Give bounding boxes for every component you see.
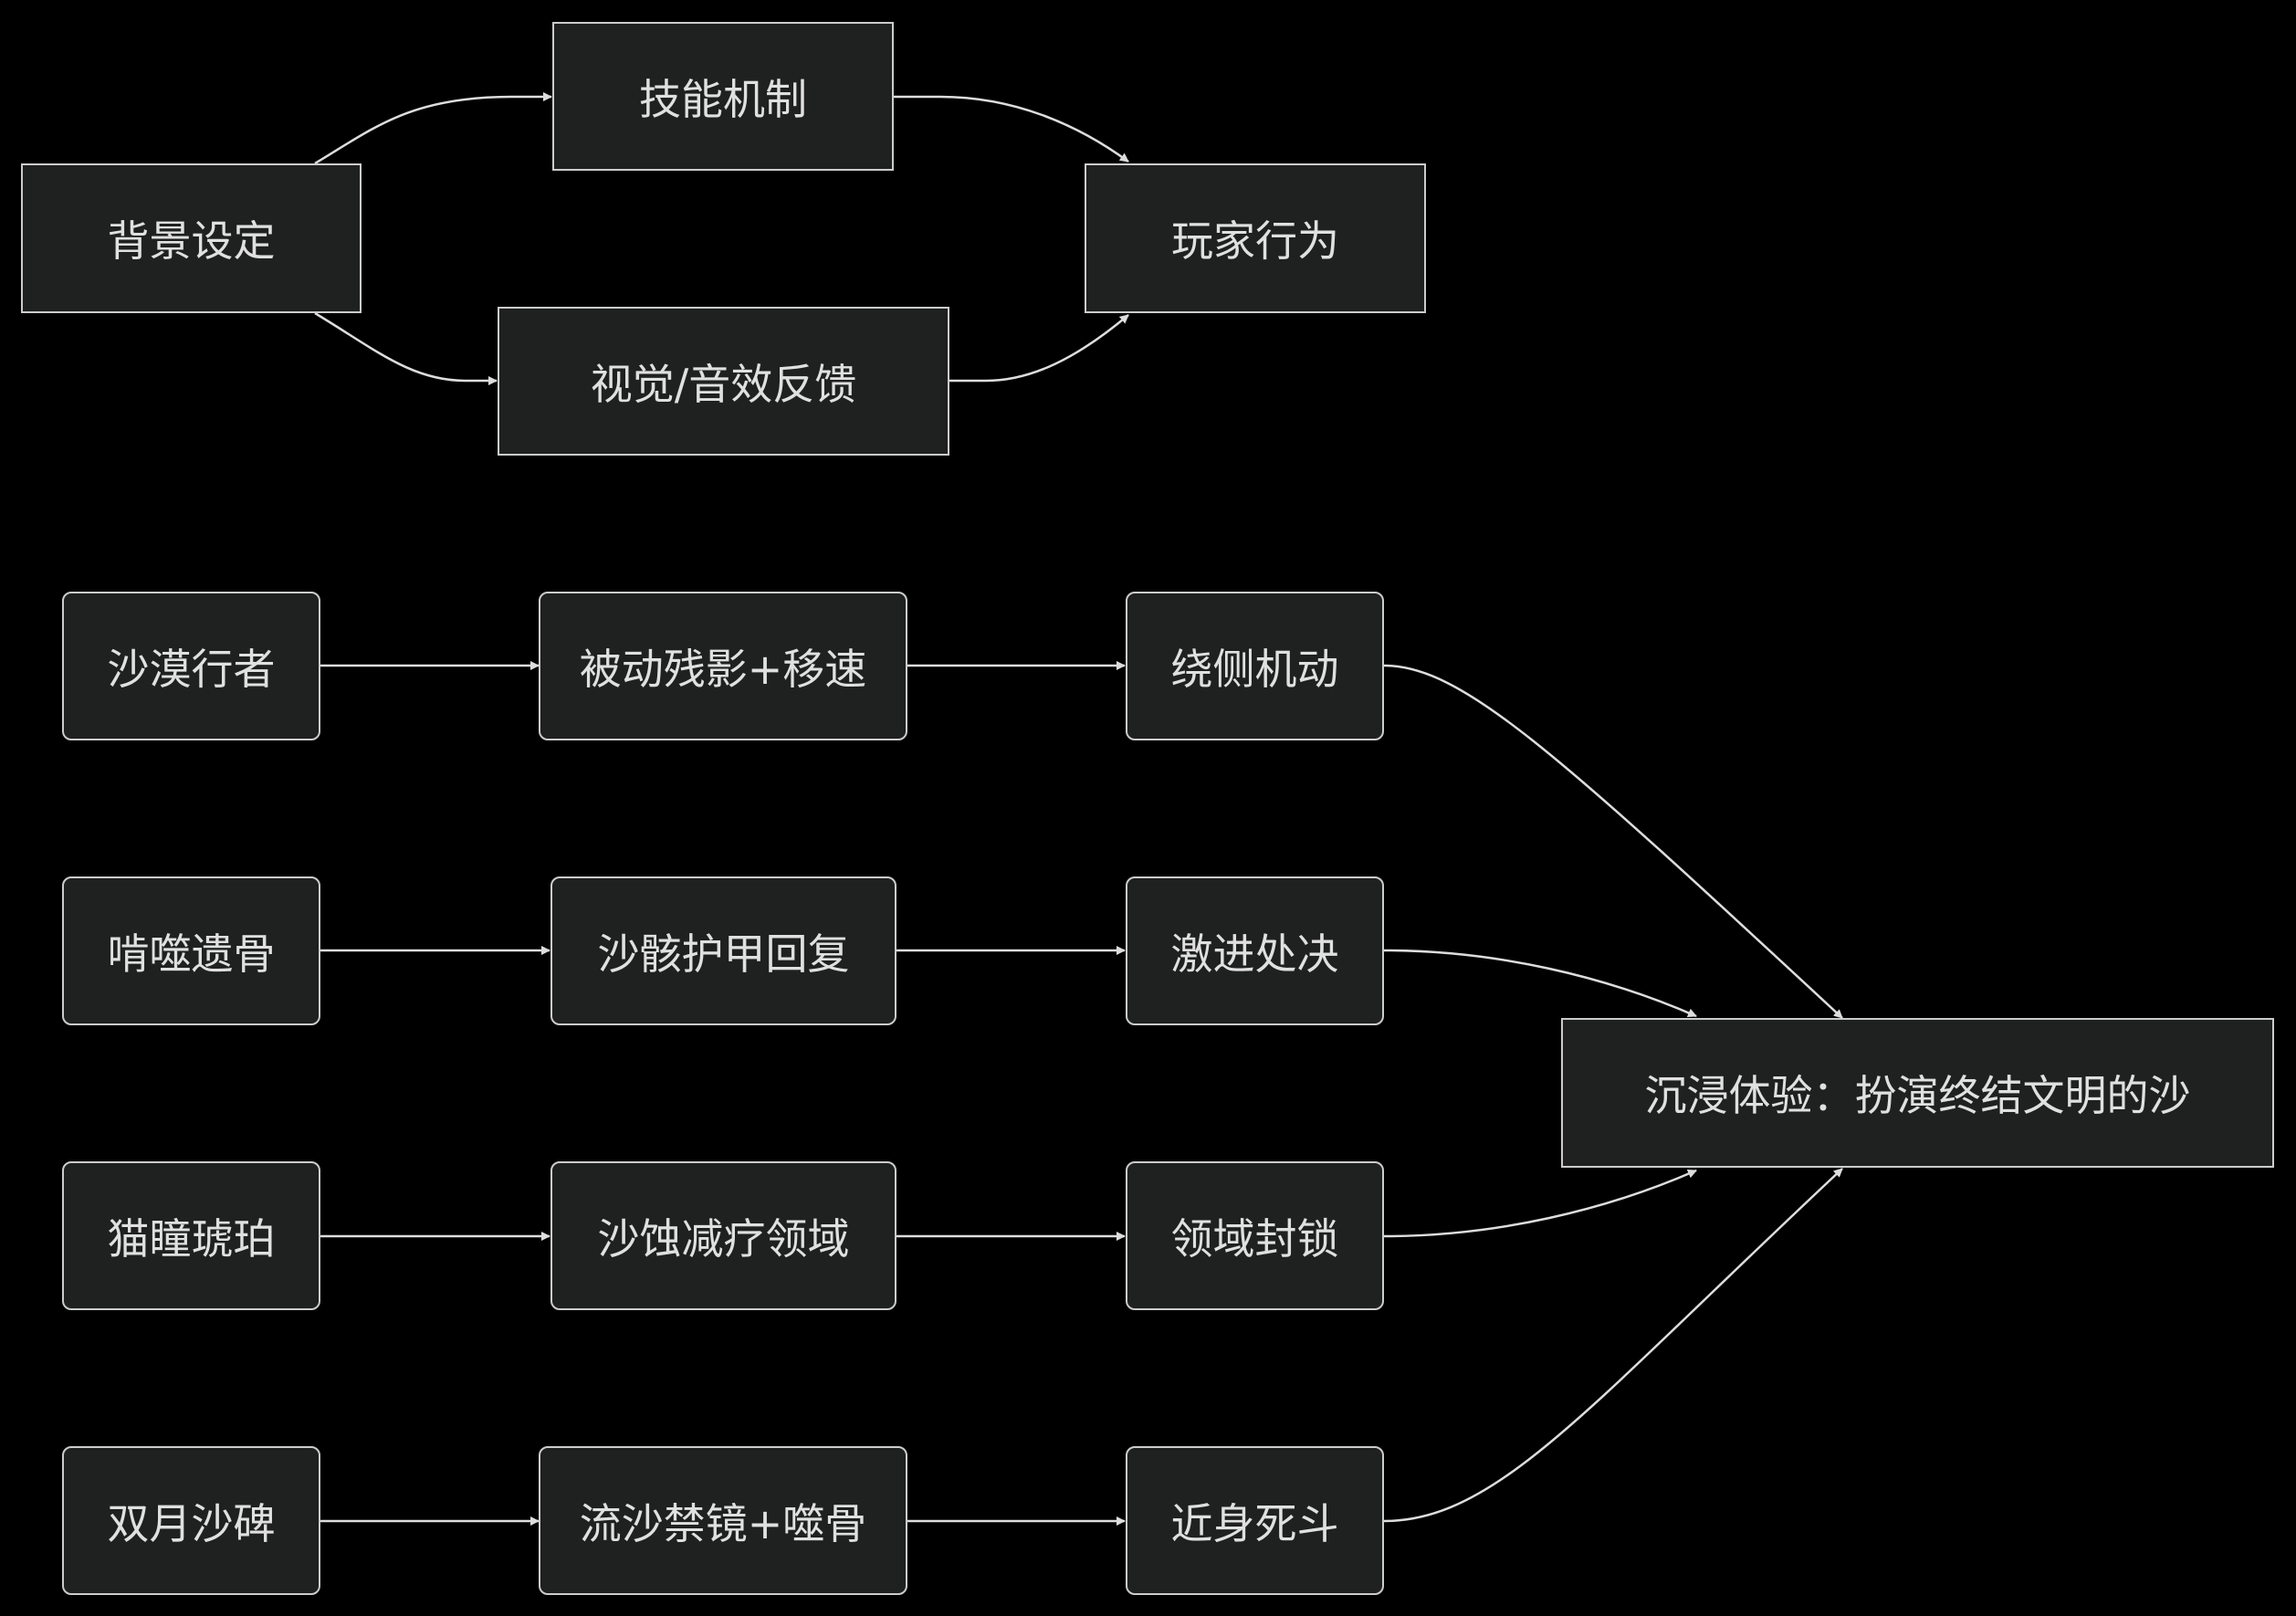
node-skill-mechanics-label: 技能机制 xyxy=(639,74,807,124)
node-player-behavior: 玩家行为 xyxy=(1085,163,1426,313)
node-hero-bone-gnawer: 啃噬遗骨 xyxy=(62,876,320,1025)
node-skill-quicksand-mirror-label: 流沙禁镜+噬骨 xyxy=(579,1498,867,1548)
node-behavior-close-combat: 近身死斗 xyxy=(1126,1446,1384,1595)
node-skill-afterimage-speed: 被动残影+移速 xyxy=(539,592,907,740)
node-hero-bone-gnawer-label: 啃噬遗骨 xyxy=(107,929,276,979)
node-background-setting: 背景设定 xyxy=(21,163,362,313)
node-skill-mechanics: 技能机制 xyxy=(552,22,894,171)
node-skill-anti-heal-field: 沙蚀减疗领域 xyxy=(550,1161,896,1310)
edge-skill-to-player xyxy=(893,95,1129,163)
node-hero-cat-eye-amber: 猫瞳琥珀 xyxy=(62,1161,320,1310)
node-hero-desert-walker: 沙漠行者 xyxy=(62,592,320,740)
node-hero-cat-eye-amber-label: 猫瞳琥珀 xyxy=(107,1213,276,1264)
node-behavior-aggressive-execute-label: 激进处决 xyxy=(1170,929,1339,979)
node-hero-twin-moon-stele-label: 双月沙碑 xyxy=(107,1498,276,1548)
node-skill-afterimage-speed-label: 被动残影+移速 xyxy=(579,644,867,694)
edge-r2c3-to-final xyxy=(1383,949,1697,1018)
edge-r1c3-to-final xyxy=(1383,664,1843,1019)
node-skill-sand-armor-regen: 沙骸护甲回复 xyxy=(550,876,896,1025)
node-audio-visual-feedback: 视觉/音效反馈 xyxy=(498,307,949,456)
edge-r3c3-to-final xyxy=(1383,1169,1697,1238)
node-hero-desert-walker-label: 沙漠行者 xyxy=(107,644,276,694)
edge-av-to-player xyxy=(949,314,1129,383)
node-skill-quicksand-mirror: 流沙禁镜+噬骨 xyxy=(539,1446,907,1595)
node-behavior-zone-lockdown: 领域封锁 xyxy=(1126,1161,1384,1310)
node-immersive-experience-label: 沉浸体验：扮演终结文明的沙 xyxy=(1644,1071,2191,1120)
node-skill-anti-heal-field-label: 沙蚀减疗领域 xyxy=(597,1213,850,1264)
node-skill-sand-armor-regen-label: 沙骸护甲回复 xyxy=(597,929,850,979)
node-player-behavior-label: 玩家行为 xyxy=(1171,216,1339,266)
node-behavior-aggressive-execute: 激进处决 xyxy=(1126,876,1384,1025)
node-behavior-flank-label: 绕侧机动 xyxy=(1170,644,1339,694)
node-hero-twin-moon-stele: 双月沙碑 xyxy=(62,1446,320,1595)
node-behavior-flank: 绕侧机动 xyxy=(1126,592,1384,740)
node-audio-visual-feedback-label: 视觉/音效反馈 xyxy=(590,359,857,409)
edge-r4c3-to-final xyxy=(1383,1168,1843,1523)
node-behavior-close-combat-label: 近身死斗 xyxy=(1170,1498,1339,1548)
edge-bg-to-av xyxy=(314,311,498,385)
edge-bg-to-skill xyxy=(314,92,552,165)
node-background-setting-label: 背景设定 xyxy=(107,216,276,266)
node-immersive-experience: 沉浸体验：扮演终结文明的沙 xyxy=(1561,1018,2274,1168)
node-behavior-zone-lockdown-label: 领域封锁 xyxy=(1170,1213,1339,1264)
